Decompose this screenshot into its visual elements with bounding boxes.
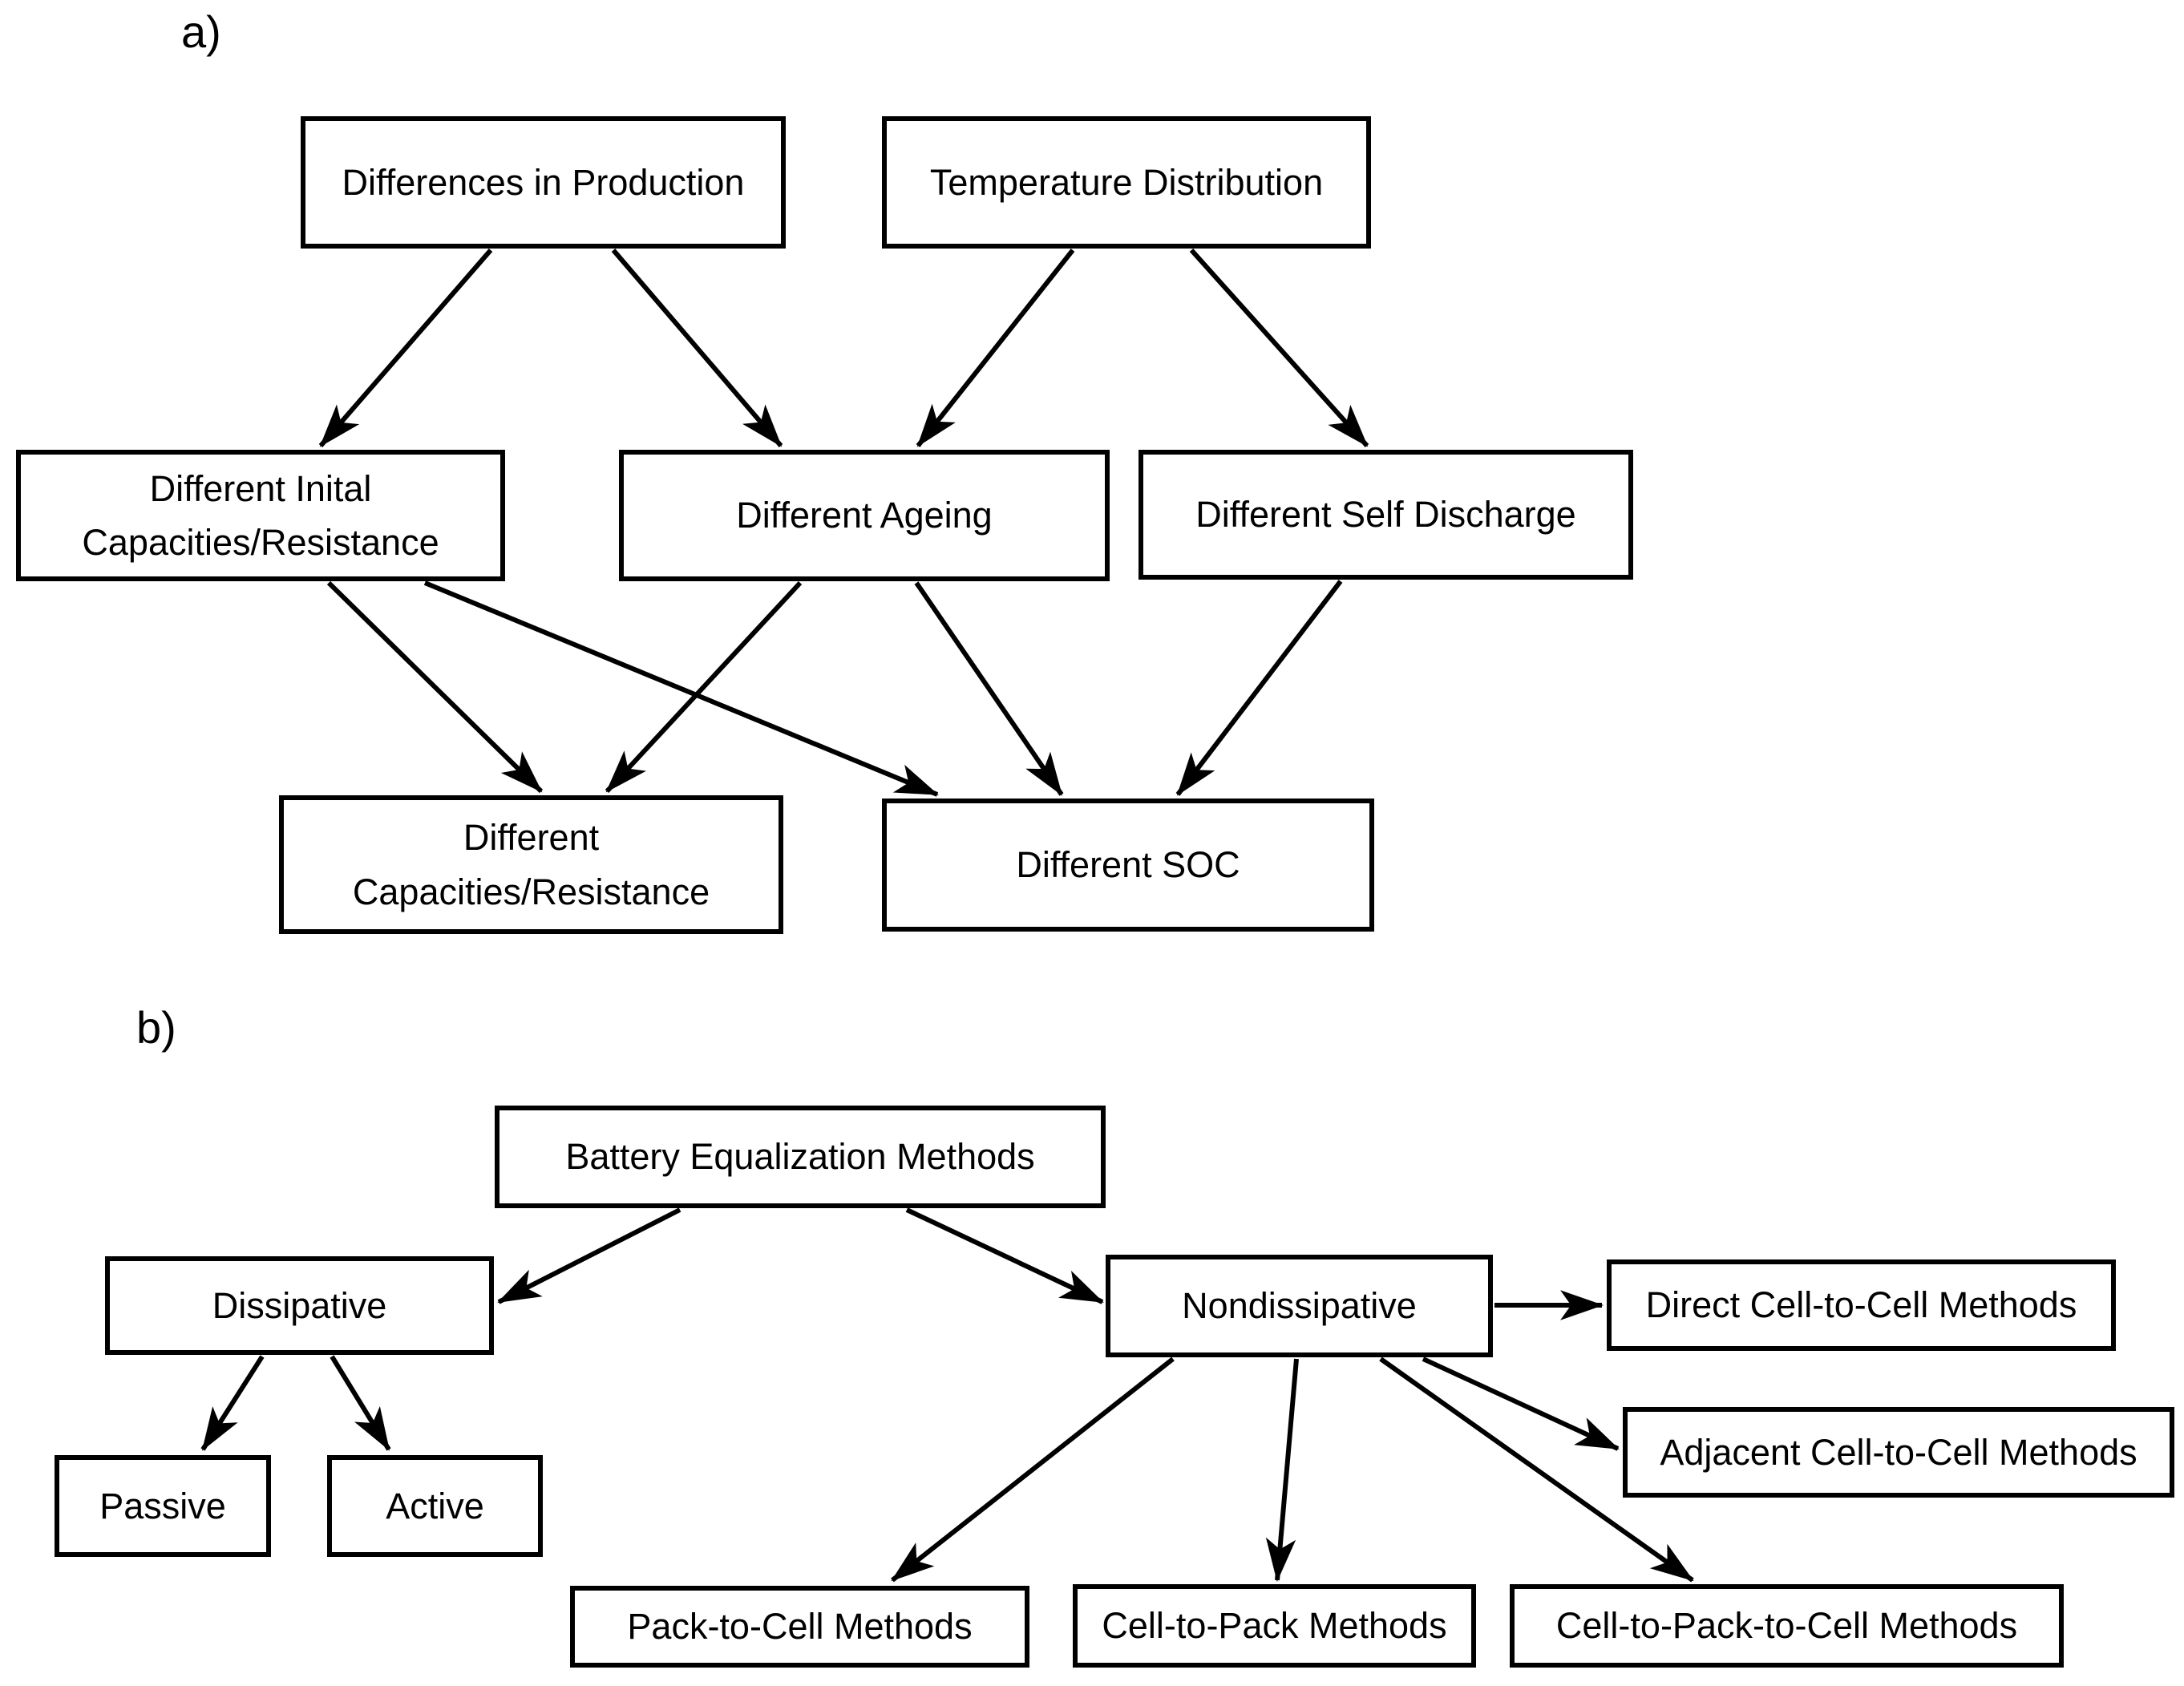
node-battery-equalization-methods: Battery Equalization Methods (495, 1106, 1106, 1208)
node-different-capacities-resistance: Different Capacities/Resistance (279, 795, 783, 934)
arrow-nondissipative-to-adjacent (1422, 1356, 1620, 1451)
arrow-nondissipative-to-cell_to_pack (1265, 1358, 1299, 1583)
node-adjacent-cell-to-cell-methods: Adjacent Cell-to-Cell Methods (1623, 1407, 2174, 1498)
node-nondissipative: Nondissipative (1106, 1255, 1493, 1357)
arrow-a1-to-a3 (318, 249, 493, 447)
arrow-a3-to-a7 (423, 580, 939, 797)
arrow-a4-to-a6 (605, 580, 803, 794)
panel-a-label: a) (181, 6, 221, 57)
node-different-self-discharge: Different Self Discharge (1139, 450, 1633, 580)
node-temperature-distribution: Temperature Distribution (882, 116, 1371, 249)
arrow-dissipative-to-passive (200, 1355, 265, 1451)
arrow-root-to-nondissipative (905, 1207, 1104, 1304)
panel-b-label: b) (136, 1002, 176, 1053)
arrow-root-to-dissipative (497, 1207, 681, 1304)
arrow-a2-to-a4 (916, 249, 1075, 447)
arrow-nondissipative-to-pack_to_cell (891, 1356, 1175, 1583)
arrow-a4-to-a7 (914, 581, 1064, 796)
node-cell-to-pack-methods: Cell-to-Pack Methods (1073, 1584, 1476, 1668)
arrow-a5-to-a7 (1175, 580, 1343, 796)
arrow-a3-to-a6 (326, 580, 544, 794)
arrow-a1-to-a4 (611, 249, 783, 447)
node-passive: Passive (55, 1455, 271, 1557)
node-active: Active (327, 1455, 543, 1557)
arrow-a2-to-a5 (1189, 248, 1369, 448)
node-dissipative: Dissipative (105, 1256, 494, 1355)
node-different-ageing: Different Ageing (619, 450, 1110, 581)
node-direct-cell-to-cell-methods: Direct Cell-to-Cell Methods (1607, 1259, 2116, 1351)
node-pack-to-cell-methods: Pack-to-Cell Methods (570, 1586, 1029, 1668)
node-different-soc: Different SOC (882, 799, 1374, 932)
node-cell-to-pack-to-cell-methods: Cell-to-Pack-to-Cell Methods (1510, 1584, 2064, 1668)
node-different-inital-capacities-resistance: Different Inital Capacities/Resistance (16, 450, 505, 581)
node-differences-in-production: Differences in Production (301, 116, 786, 249)
arrow-dissipative-to-active (330, 1355, 391, 1451)
